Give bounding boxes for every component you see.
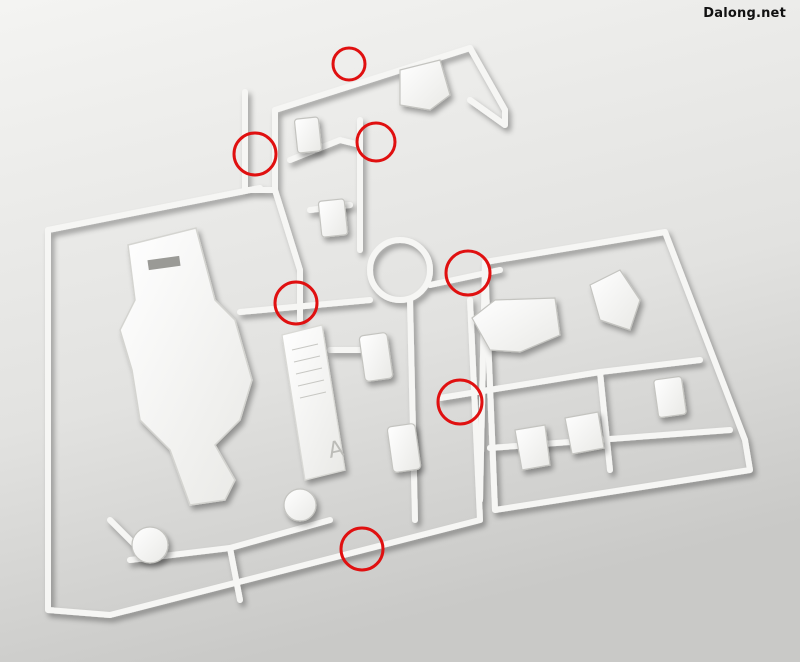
annotation-circle (444, 249, 492, 297)
annotation-circle (273, 280, 319, 326)
annotation-circles (232, 46, 492, 572)
watermark: Dalong.net (703, 6, 786, 21)
annotation-circle (436, 378, 484, 426)
annotation-circle (232, 131, 278, 177)
small-parts (131, 59, 687, 564)
annotation-circle (331, 46, 367, 82)
runner-letter-label: A (326, 436, 346, 464)
label-plate (281, 324, 346, 481)
annotation-circle (339, 526, 385, 572)
shield-part (119, 227, 253, 506)
annotation-circle (355, 121, 397, 163)
